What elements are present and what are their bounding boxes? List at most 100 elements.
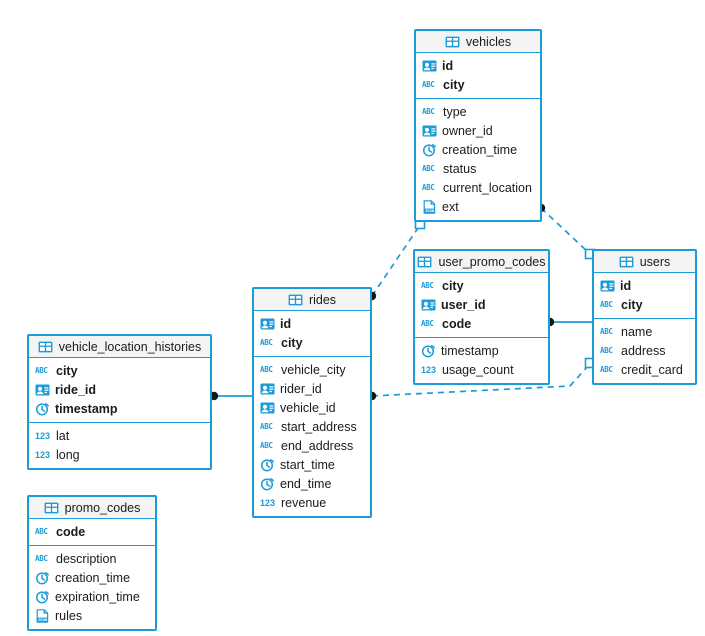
primary-key-field-user_id[interactable]: user_id: [415, 295, 548, 314]
clock-icon: [421, 344, 436, 358]
column-field-address[interactable]: ABC address: [594, 341, 695, 360]
primary-key-field-id[interactable]: id: [594, 276, 695, 295]
json-file-icon: JSON: [35, 608, 50, 623]
field-label: name: [621, 324, 653, 339]
relationship-vehicles-to-users-line: [540, 207, 589, 253]
column-field-expiration_time[interactable]: expiration_time: [29, 587, 155, 606]
field-label: ride_id: [55, 382, 96, 397]
column-field-name[interactable]: ABC name: [594, 322, 695, 341]
field-label: code: [56, 524, 86, 539]
column-field-rules[interactable]: JSON rules: [29, 606, 155, 625]
table-header-users[interactable]: users: [594, 251, 695, 273]
table-grid-icon: [417, 255, 432, 269]
field-label: end_time: [280, 476, 332, 491]
svg-text:JSON: JSON: [425, 208, 435, 213]
primary-key-field-city[interactable]: ABC city: [416, 75, 540, 94]
primary-key-field-timestamp[interactable]: timestamp: [29, 399, 210, 418]
column-field-ext[interactable]: JSON ext: [416, 197, 540, 216]
field-label: creation_time: [55, 570, 131, 585]
column-field-vehicle_city[interactable]: ABC vehicle_city: [254, 360, 370, 379]
abc-string-icon: ABC: [260, 364, 273, 374]
table-header-rides[interactable]: rides: [254, 289, 370, 311]
abc-string-icon: ABC: [35, 365, 48, 375]
column-field-creation_time[interactable]: creation_time: [416, 140, 540, 159]
abc-string-icon: ABC: [600, 326, 613, 336]
abc-string-icon: ABC: [260, 440, 273, 450]
column-field-end_time[interactable]: end_time: [254, 474, 370, 493]
field-label: credit_card: [621, 362, 683, 377]
key-id-icon: [260, 317, 275, 331]
field-label: ext: [442, 199, 459, 214]
abc-string-icon: ABC: [600, 345, 613, 355]
field-label: expiration_time: [55, 589, 140, 604]
field-label: vehicle_city: [281, 362, 346, 377]
key-id-icon: [600, 279, 615, 293]
column-field-credit_card[interactable]: ABC credit_card: [594, 360, 695, 379]
clock-icon: [35, 402, 50, 416]
column-field-start_time[interactable]: start_time: [254, 455, 370, 474]
primary-key-field-id[interactable]: id: [254, 314, 370, 333]
123-number-icon: 123: [421, 364, 437, 375]
table-header-user_promo_codes[interactable]: user_promo_codes: [415, 251, 548, 273]
table-header-promo_codes[interactable]: promo_codes: [29, 497, 155, 519]
primary-key-field-ride_id[interactable]: ride_id: [29, 380, 210, 399]
key-id-icon: [422, 124, 437, 138]
abc-string-icon: ABC: [600, 364, 613, 374]
123-number-icon: 123: [35, 449, 51, 460]
column-field-rider_id[interactable]: rider_id: [254, 379, 370, 398]
column-field-current_location[interactable]: ABC current_location: [416, 178, 540, 197]
field-label: city: [443, 77, 465, 92]
table-grid-icon: [619, 255, 634, 269]
abc-string-icon: ABC: [422, 79, 435, 89]
abc-string-icon: ABC: [422, 163, 435, 173]
field-label: address: [621, 343, 666, 358]
123-number-icon: 123: [35, 430, 51, 441]
field-label: timestamp: [441, 343, 499, 358]
field-label: current_location: [443, 180, 532, 195]
column-field-creation_time[interactable]: creation_time: [29, 568, 155, 587]
table-grid-icon: [288, 293, 303, 307]
abc-string-icon: ABC: [260, 337, 273, 347]
column-field-vehicle_id[interactable]: vehicle_id: [254, 398, 370, 417]
column-field-owner_id[interactable]: owner_id: [416, 121, 540, 140]
field-label: rules: [55, 608, 83, 623]
abc-string-icon: ABC: [422, 182, 435, 192]
primary-key-field-id[interactable]: id: [416, 56, 540, 75]
relationship-vehicle_location_histories-to-rides: [209, 391, 252, 401]
field-label: vehicle_id: [280, 400, 336, 415]
field-label: rider_id: [280, 381, 322, 396]
abc-string-icon: ABC: [600, 299, 613, 309]
table-header-vehicle_location_histories[interactable]: vehicle_location_histories: [29, 336, 210, 358]
field-label: type: [443, 104, 467, 119]
column-field-timestamp[interactable]: timestamp: [415, 341, 548, 360]
table-header-vehicles[interactable]: vehicles: [416, 31, 540, 53]
